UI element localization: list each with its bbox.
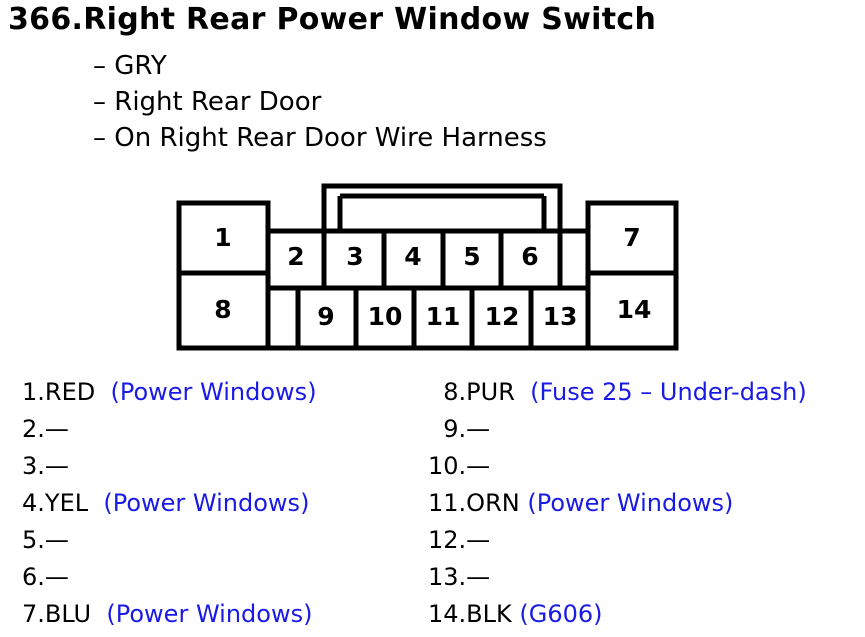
pin-row-4: 4.YEL (Power Windows): [22, 489, 310, 517]
info-harness: – On Right Rear Door Wire Harness: [93, 123, 547, 153]
pin-desc: (Power Windows): [110, 378, 317, 406]
page-title: 366.Right Rear Power Window Switch: [8, 2, 657, 37]
cavity-1: 1: [214, 223, 231, 252]
pin-row-1: 1.RED (Power Windows): [22, 378, 317, 406]
pin-row-10: 10.—: [428, 452, 491, 480]
pin-row-6: 6.—: [22, 563, 69, 591]
pin-desc: (Power Windows): [527, 489, 734, 517]
pin-row-13: 13.—: [428, 563, 491, 591]
cavity-12: 12: [485, 302, 520, 331]
cavity-13: 13: [543, 302, 578, 331]
cavity-11: 11: [426, 302, 461, 331]
info-color: – GRY: [93, 51, 167, 81]
cavity-8: 8: [214, 295, 231, 324]
pin-row-14: 14.BLK (G606): [428, 600, 603, 628]
pin-row-7: 7.BLU (Power Windows): [22, 600, 313, 628]
cavity-3: 3: [346, 242, 363, 271]
pin-row-3: 3.—: [22, 452, 69, 480]
cavity-5: 5: [463, 242, 480, 271]
pin-desc: (Power Windows): [103, 489, 310, 517]
cavity-7: 7: [623, 223, 640, 252]
pin-row-9: 9.—: [443, 415, 491, 443]
pin-row-8: 8.PUR (Fuse 25 – Under-dash): [443, 378, 807, 406]
cavity-9: 9: [317, 302, 334, 331]
info-location: – Right Rear Door: [93, 87, 322, 117]
pinout-left-column: 1.RED (Power Windows) 2.— 3.— 4.YEL (Pow…: [22, 374, 317, 633]
connector-latch: [321, 183, 563, 234]
pin-row-5: 5.—: [22, 526, 69, 554]
connector-info: – GRY – Right Rear Door – On Right Rear …: [93, 48, 547, 156]
pin-desc: (G606): [519, 600, 603, 628]
pinout-right-column: 8.PUR (Fuse 25 – Under-dash) 9.— 10.— 11…: [428, 374, 807, 633]
cavity-4: 4: [404, 242, 421, 271]
pin-desc: (Fuse 25 – Under-dash): [530, 378, 807, 406]
pin-row-11: 11.ORN (Power Windows): [428, 489, 734, 517]
cavity-2: 2: [287, 242, 304, 271]
pin-row-2: 2.—: [22, 415, 69, 443]
cavity-14: 14: [617, 295, 652, 324]
pin-desc: (Power Windows): [106, 600, 313, 628]
cavity-10: 10: [368, 302, 403, 331]
pin-row-12: 12.—: [428, 526, 491, 554]
cavity-6: 6: [521, 242, 538, 271]
